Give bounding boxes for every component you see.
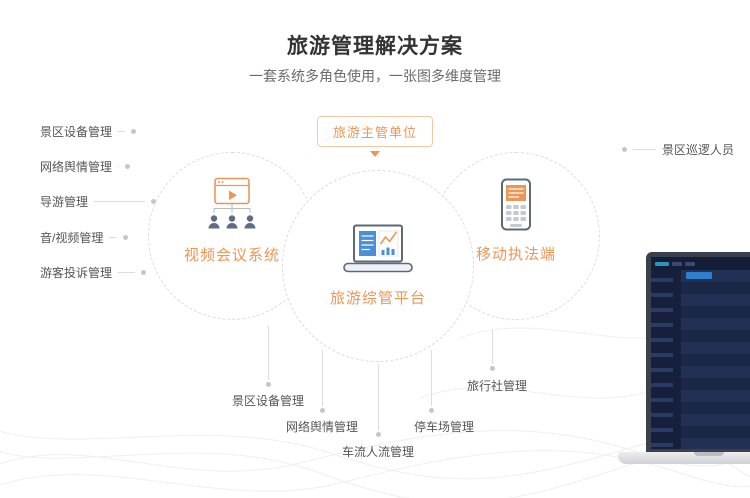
handheld-terminal-icon: [493, 178, 539, 234]
page-title: 旅游管理解决方案: [287, 35, 463, 58]
right-item-label: 景区巡逻人员: [661, 142, 734, 157]
left-spoke-equipment: 景区设备管理: [40, 124, 136, 139]
left-spoke-complaint: 游客投诉管理: [40, 265, 146, 280]
bottom-item-label: 网络舆情管理: [285, 420, 359, 434]
laptop-mockup: [646, 252, 750, 454]
connector-dot: [490, 366, 495, 371]
bottom-item-label: 停车场管理: [413, 420, 475, 434]
connector-dot: [131, 128, 136, 134]
connector-line: [492, 330, 493, 364]
circle-platform: 旅游综管平台: [282, 170, 474, 362]
dashboard-sidebar: [651, 270, 681, 449]
connector-line: [109, 236, 117, 238]
bottom-item-label: 旅行社管理: [466, 379, 528, 393]
circle-label-video-conference: 视频会议系统: [183, 247, 280, 264]
bottom-item-label: 景区设备管理: [231, 394, 305, 408]
dashboard-table: [681, 270, 750, 449]
circle-label-mobile-terminal: 移动执法端: [475, 246, 556, 263]
connector-dot: [266, 382, 271, 387]
left-item-label: 导游管理: [40, 194, 89, 209]
laptop-screen: [646, 252, 750, 454]
laptop-chart-icon: [340, 224, 416, 278]
connector-dot: [125, 163, 130, 169]
page-subtitle: 一套系统多角色使用，一张图多维度管理: [249, 68, 501, 84]
left-spoke-opinion: 网络舆情管理: [40, 159, 130, 174]
connector-dot: [151, 198, 156, 204]
connector-line: [118, 130, 125, 132]
connector-line: [94, 200, 145, 202]
dashboard-body: [651, 270, 750, 449]
dashboard-nav-item: [672, 261, 682, 266]
left-spoke-av: 音/视频管理: [40, 230, 128, 245]
connector-dot: [376, 432, 381, 437]
left-spoke-guide: 导游管理: [40, 194, 156, 209]
down-arrow-icon: [370, 151, 380, 157]
authority-badge: 旅游主管单位: [316, 116, 434, 147]
connector-line: [118, 165, 119, 167]
connector-dot: [141, 269, 146, 275]
left-item-label: 景区设备管理: [40, 124, 113, 139]
connector-line: [118, 271, 135, 273]
circle-label-platform: 旅游综管平台: [329, 290, 426, 307]
dashboard-preview: [651, 257, 750, 449]
connector-line: [431, 350, 432, 406]
connector-dot: [123, 234, 128, 240]
left-item-label: 网络舆情管理: [40, 159, 113, 174]
connector-line: [633, 148, 656, 150]
bottom-item-label: 车流人流管理: [341, 445, 415, 459]
connector-dot: [320, 408, 325, 413]
circle-mobile-terminal: 移动执法端: [432, 152, 600, 320]
connector-dot: [622, 146, 627, 152]
dashboard-header: [651, 257, 750, 270]
connector-line: [378, 364, 379, 430]
connector-line: [268, 326, 269, 380]
left-item-label: 游客投诉管理: [40, 265, 113, 280]
dashboard-nav-item: [685, 261, 695, 266]
video-conference-icon: [202, 177, 262, 235]
left-item-label: 音/视频管理: [40, 230, 104, 245]
laptop-base: [618, 452, 750, 464]
connector-line: [322, 350, 323, 406]
connector-dot: [429, 408, 434, 413]
dashboard-logo: [655, 261, 669, 266]
right-spoke-patrol: 景区巡逻人员: [622, 142, 734, 157]
